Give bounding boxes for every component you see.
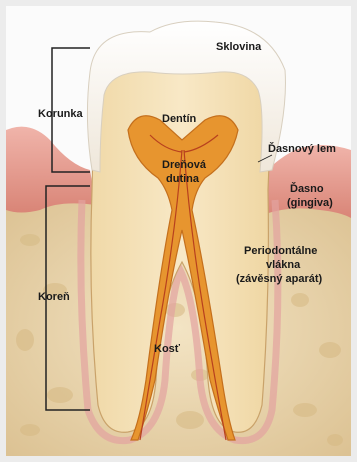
label-drenova-1: Dreňová	[162, 159, 207, 171]
label-periodontalne-1: Periodontálne	[244, 245, 317, 257]
label-dentin: Dentín	[162, 113, 197, 125]
label-dasno-1: Ďasno	[290, 182, 324, 195]
label-dasnovy-lem: Ďasnový lem	[268, 142, 336, 155]
label-periodontalne-3: (závěsný aparát)	[236, 273, 323, 285]
label-sklovina: Sklovina	[216, 41, 262, 53]
label-kost: Kosť	[154, 343, 181, 355]
label-korunka: Korunka	[38, 108, 84, 120]
label-periodontalne-2: vlákna	[266, 259, 301, 271]
label-dasno-2: (gingiva)	[287, 197, 333, 209]
label-koren: Koreň	[38, 291, 70, 303]
label-drenova-2: dutina	[166, 173, 200, 185]
